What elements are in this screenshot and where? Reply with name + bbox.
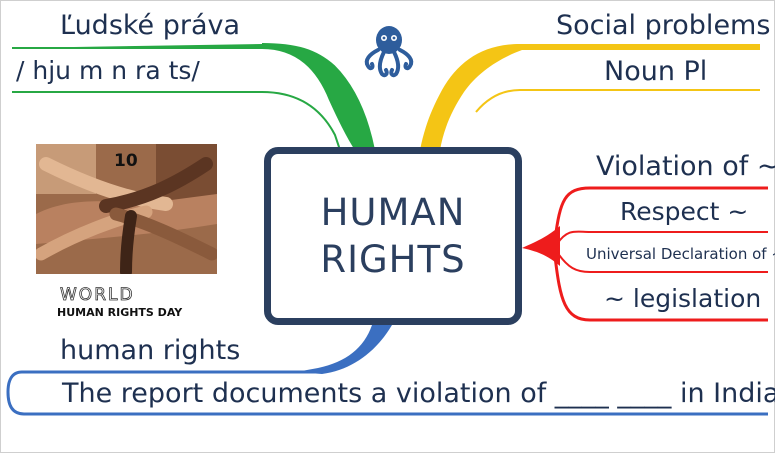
blue-branch-thick [296,325,392,374]
center-topic-line-1: HUMAN [320,190,466,234]
human-rights-day-image [36,144,217,274]
green-curve-lower [261,91,341,151]
collocation-3: Universal Declaration of ~ [586,245,775,263]
center-topic-box: HUMAN RIGHTS [264,147,522,325]
blue-branch-title: human rights [60,335,241,366]
red-branch-2 [556,230,768,245]
example-sentence: The report documents a violation of ____… [62,378,775,409]
octopus-icon [364,26,414,78]
collocation-2: Respect ~ [620,197,749,226]
slovak-translation: Ľudské práva [60,10,241,41]
red-branch-core [522,226,560,266]
human-rights-day-caption: HUMAN RIGHTS DAY [57,306,183,319]
anniversary-badge: 10 [114,151,138,171]
center-topic-line-2: RIGHTS [320,238,466,281]
phonetic-transcription: / hju m n ra ts/ [16,56,200,85]
collocation-1: Violation of ~ [596,151,775,182]
red-branch-4 [553,255,768,322]
red-branch-3 [556,251,768,273]
red-branch-1 [553,186,768,241]
yellow-underline [475,89,760,113]
part-of-speech: Noun Pl [604,56,708,87]
collocation-4: ~ legislation [604,284,762,313]
yellow-branch-title: Social problems [556,10,771,41]
world-label: WORLD [60,285,135,306]
yellow-branch [420,44,760,150]
